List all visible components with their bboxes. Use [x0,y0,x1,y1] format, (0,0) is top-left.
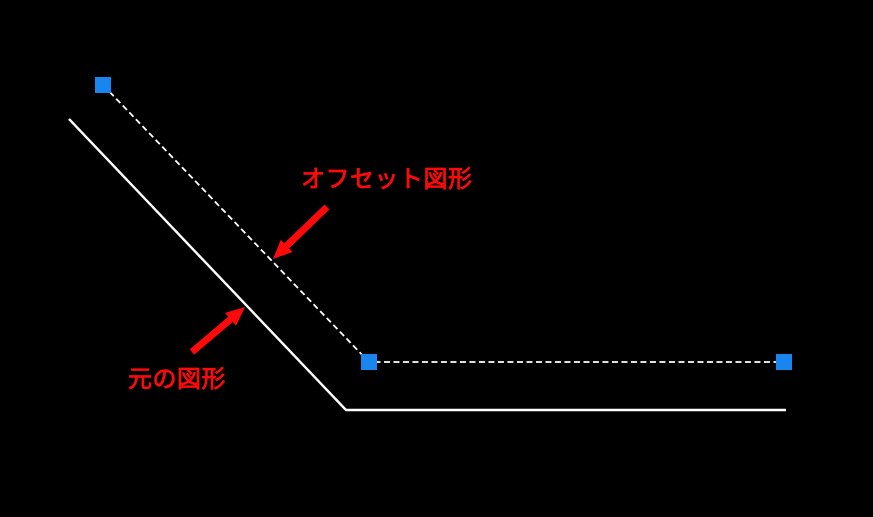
original-annotation-arrow-shaft [189,315,235,355]
grip-handle[interactable] [95,77,111,93]
offset-polyline[interactable] [102,84,784,363]
original-annotation-arrow-head [225,307,245,326]
grip-handle[interactable] [776,354,792,370]
offset-annotation-arrow-head [273,239,293,259]
offset-shape-label: オフセット図形 [301,166,473,193]
offset-annotation-arrow-shaft [282,204,330,250]
original-shape-label: 元の図形 [128,366,226,393]
original-polyline[interactable] [68,118,786,412]
grip-handle[interactable] [361,354,377,370]
